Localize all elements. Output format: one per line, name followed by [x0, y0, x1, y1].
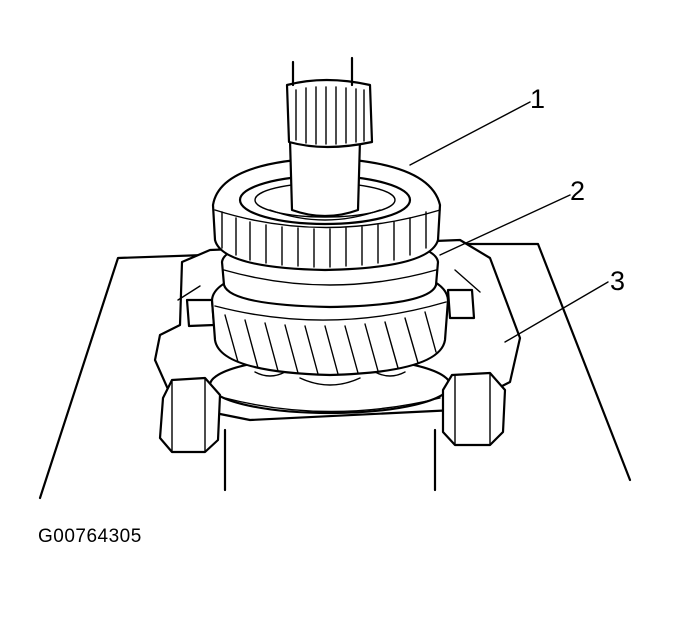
- press-plate: [38, 242, 632, 500]
- housing: [223, 428, 437, 492]
- callout-3-label: 3: [610, 266, 625, 296]
- stud-left: [185, 298, 216, 328]
- callout-2-label: 2: [570, 176, 585, 206]
- output-shaft: [285, 56, 374, 218]
- callout-leaders: [409, 101, 609, 343]
- bolt-right: [441, 371, 507, 447]
- bolt-left: [158, 376, 222, 454]
- stud-right: [446, 288, 476, 320]
- figure-id: G00764305: [38, 526, 142, 547]
- callout-1-label: 1: [530, 84, 545, 114]
